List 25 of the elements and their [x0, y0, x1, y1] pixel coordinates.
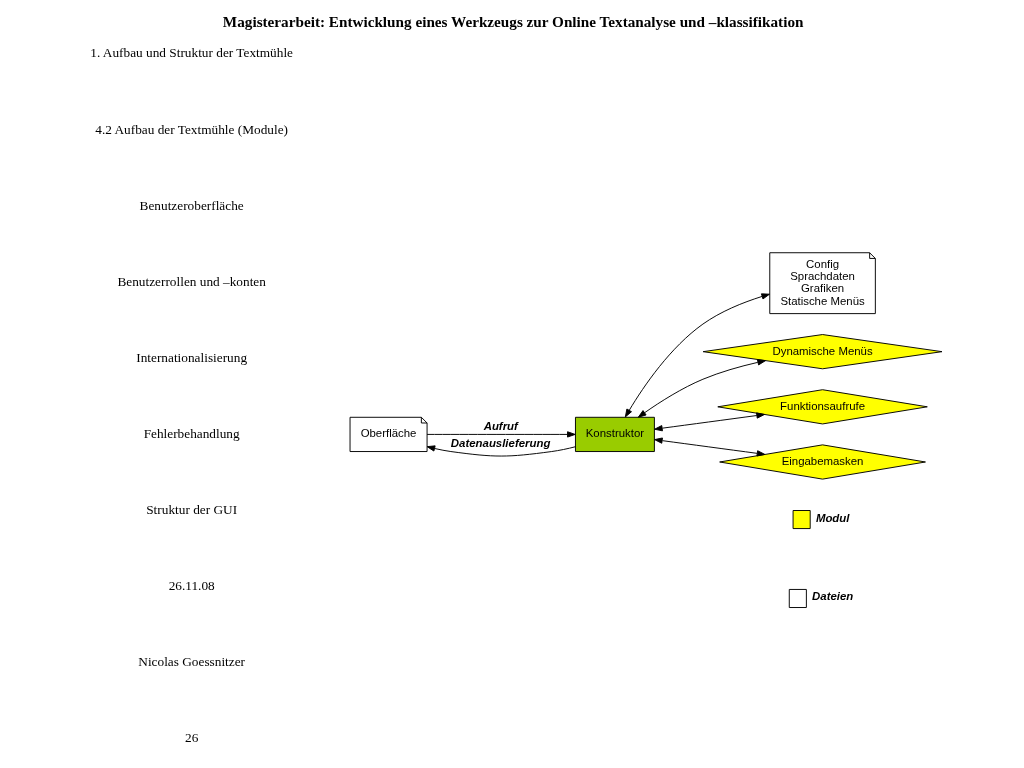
- legend-label: Modul: [815, 511, 850, 524]
- label: Benutzeroberfläche: [139, 197, 244, 213]
- edge-label: Datenauslieferung: [450, 437, 551, 450]
- label: 26: [185, 730, 199, 746]
- label: Internationalisierung: [136, 349, 248, 365]
- label: 4.2 Aufbau der Textmühle (Module): [95, 121, 289, 137]
- label: Nicolas Goessnitzer: [138, 654, 246, 670]
- label: Struktur der GUI: [146, 502, 238, 518]
- label: Benutzerrollen und –konten: [117, 273, 266, 289]
- legend-label: Dateien: [812, 590, 854, 603]
- arrow: [624, 293, 770, 418]
- node-box: Konstruktor: [575, 416, 655, 452]
- edge-label: Aufruf: [483, 420, 518, 433]
- arrow: [426, 431, 576, 438]
- node-diamond: Eingabemasken: [719, 444, 926, 480]
- label: Fehlerbehandlung: [143, 425, 240, 441]
- arrow: [654, 437, 766, 457]
- label: 1. Aufbau und Struktur der Textmühle: [90, 45, 294, 61]
- node-diamond: Funktionsaufrufe: [717, 389, 928, 425]
- arrow: [426, 445, 576, 457]
- arrow: [654, 412, 765, 432]
- label: 26.11.08: [168, 578, 215, 594]
- node-diamond: Dynamische Menüs: [702, 334, 943, 370]
- diagram-title: Magisterarbeit: Entwicklung eines Werkzeugs zur Online Textanalyse und –klassifikation: [222, 13, 804, 31]
- arrow: [637, 359, 766, 418]
